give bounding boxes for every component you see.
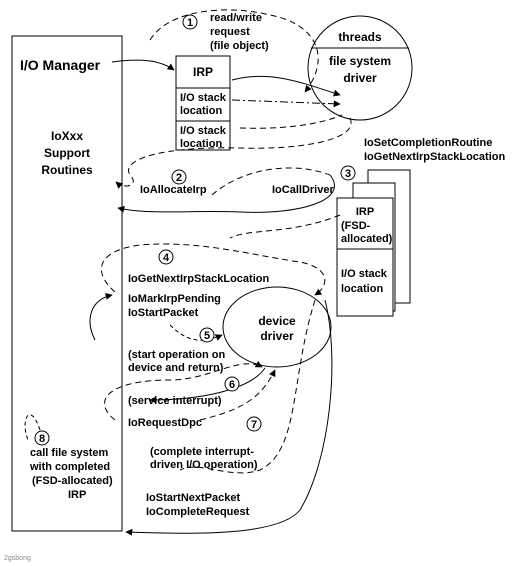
- svg-text:1: 1: [187, 17, 193, 29]
- flow-step1: [149, 9, 319, 93]
- flow-step4-back: [89, 292, 113, 341]
- flow-fsd-irp-back: [229, 214, 341, 239]
- step5-line-1: (start operation on: [128, 349, 225, 361]
- irp-stack2-line2: location: [180, 138, 222, 150]
- device-driver-line-2: driver: [260, 329, 294, 343]
- io-manager-box: I/O Manager IoXxx Support Routines: [11, 35, 123, 532]
- step1-line-1: read/write: [210, 12, 262, 24]
- svg-text:3: 3: [345, 168, 351, 180]
- flow-irp-to-fsd: [231, 75, 341, 97]
- svg-text:6: 6: [229, 379, 235, 391]
- support-line-2: Support: [44, 146, 90, 160]
- irp-title: IRP: [193, 65, 213, 79]
- allocate-irp-label: IoAllocateIrp: [140, 184, 207, 196]
- step-1-marker: 1: [182, 14, 198, 30]
- flow-lines: [24, 9, 352, 536]
- step7-line-2: driven I/O operation): [150, 459, 258, 471]
- step-5-marker: 5: [199, 327, 215, 343]
- device-driver-line-1: device: [258, 314, 296, 328]
- fsd-irp-stack: IRP (FSD- allocated) I/O stack location: [336, 169, 411, 317]
- svg-text:8: 8: [39, 433, 45, 445]
- svg-text:2: 2: [176, 172, 182, 184]
- step-3-marker: 3: [340, 165, 356, 181]
- step3-line-1: IoSetCompletionRoutine: [364, 137, 492, 149]
- step-8-marker: 8: [34, 430, 50, 446]
- flow-step6-loop: [103, 360, 263, 421]
- flow-fsd-to-allocate: [239, 114, 343, 129]
- support-line-1: IoXxx: [51, 129, 83, 143]
- final-line-2: IoCompleteRequest: [146, 506, 250, 518]
- device-driver: device driver: [222, 286, 332, 368]
- step-2-marker: 2: [171, 169, 187, 185]
- fsd-line-2: driver: [343, 71, 377, 85]
- flow-calldriver: [211, 167, 331, 196]
- step5-line-2: device and return): [128, 362, 224, 374]
- irp-stack2-line1: I/O stack: [180, 125, 227, 137]
- completion-line-3: (FSD-allocated): [32, 475, 113, 487]
- completion-line-4: IRP: [68, 489, 86, 501]
- fsd-irp-title-2: (FSD-: [341, 220, 371, 232]
- step4-line-2: IoMarkIrpPending: [128, 293, 221, 305]
- step-4-marker: 4: [158, 249, 174, 265]
- fsd-irp-stack-1: I/O stack: [341, 268, 388, 280]
- irp-box: IRP I/O stack location I/O stack locatio…: [175, 55, 231, 151]
- step7-line-1: (complete interrupt-: [150, 446, 254, 458]
- svg-text:4: 4: [163, 252, 170, 264]
- step6-label: (service interrupt): [128, 395, 222, 407]
- final-line-1: IoStartNextPacket: [146, 492, 240, 504]
- svg-text:7: 7: [251, 419, 257, 431]
- step1-line-2: request: [210, 26, 250, 38]
- flow-final: [125, 299, 333, 536]
- completion-line-1: call file system: [30, 447, 108, 459]
- step3-line-2: IoGetNextIrpStackLocation: [364, 151, 505, 163]
- step-7-marker: 7: [246, 416, 262, 432]
- flow-outer-right: [179, 299, 316, 474]
- file-system-driver: threads file system driver: [307, 15, 413, 121]
- fsd-line-1: file system: [329, 54, 391, 68]
- flow-calldriver-back: [117, 174, 335, 213]
- step-markers: 1 2 3 4 5 6 7 8: [34, 14, 356, 446]
- call-driver-label: IoCallDriver: [272, 184, 334, 196]
- flow-step8: [24, 414, 41, 441]
- flow-allocate: [115, 117, 352, 189]
- flow-step4: [100, 243, 326, 296]
- step-6-marker: 6: [224, 376, 240, 392]
- watermark: 2gsbong: [4, 555, 31, 562]
- completion-line-2: with completed: [29, 461, 110, 473]
- step4-line-3: IoStartPacket: [128, 307, 199, 319]
- irp-stack1-line2: location: [180, 105, 222, 117]
- flow-step7: [199, 369, 276, 421]
- svg-text:5: 5: [204, 330, 210, 342]
- request-dpc-label: IoRequestDpc: [128, 417, 202, 429]
- flow-step5: [169, 324, 223, 341]
- fsd-irp-title-1: IRP: [356, 206, 374, 218]
- fsd-irp-title-3: allocated): [341, 233, 393, 245]
- flow-iomgr-to-irp: [111, 59, 175, 71]
- fsd-irp-stack-2: location: [341, 283, 383, 295]
- step4-line-1: IoGetNextIrpStackLocation: [128, 273, 269, 285]
- irp-stack1-line1: I/O stack: [180, 92, 227, 104]
- flow-step6: [149, 367, 266, 404]
- threads-label: threads: [338, 30, 382, 44]
- support-line-3: Routines: [41, 163, 93, 177]
- step1-line-3: (file object): [210, 40, 269, 52]
- flow-stack-to-fsd: [231, 99, 341, 108]
- step-labels: read/write request (file object) IoSetCo…: [4, 12, 505, 562]
- io-manager-title: I/O Manager: [20, 57, 101, 73]
